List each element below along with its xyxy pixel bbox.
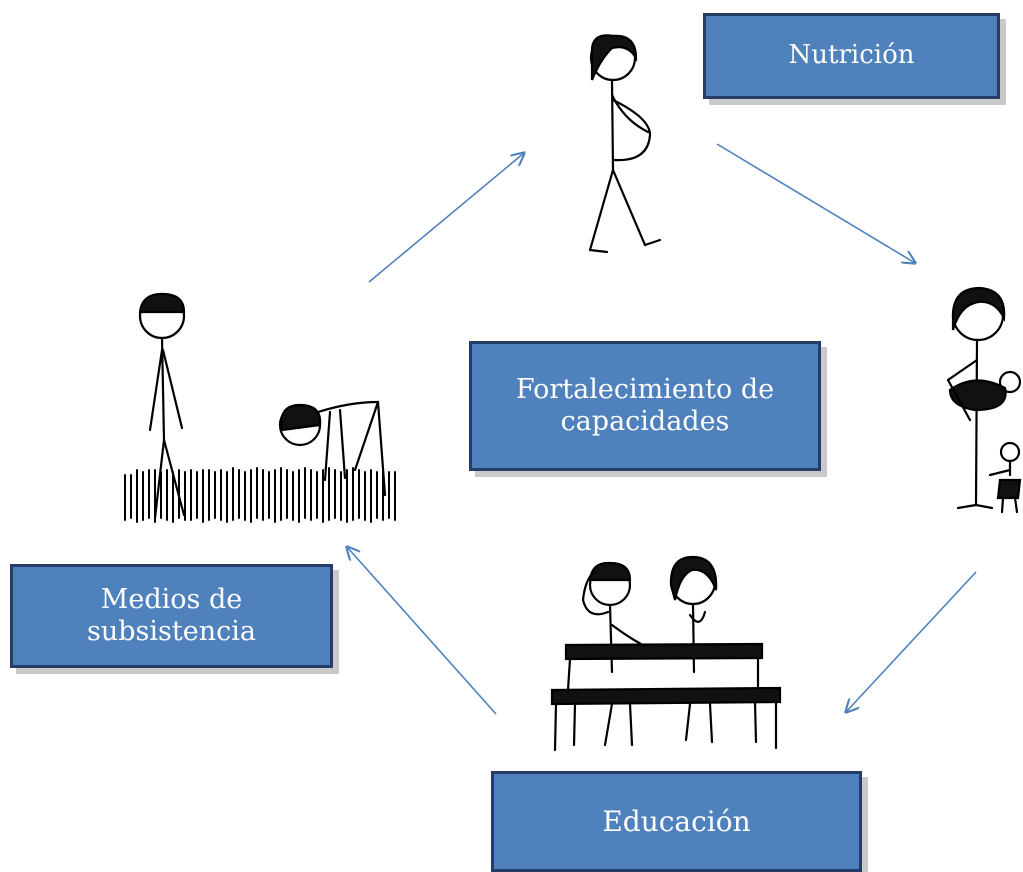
center-node-label: Fortalecimiento de capacidades bbox=[515, 373, 775, 437]
node-medios: Medios de subsistencia bbox=[10, 564, 333, 668]
farmers-in-field-figure bbox=[124, 292, 396, 523]
students-at-desk-figure bbox=[550, 555, 782, 752]
node-educacion-label: Educación bbox=[602, 804, 751, 838]
pregnant-woman-figure bbox=[588, 34, 662, 254]
node-nutricion-label: Nutrición bbox=[788, 40, 915, 71]
cycle-arrows bbox=[347, 143, 977, 715]
arrow-medios-to-nutricion bbox=[368, 153, 524, 283]
node-medios-label: Medios de subsistencia bbox=[87, 583, 256, 647]
node-nutricion: Nutrición bbox=[703, 13, 1000, 99]
arrow-nutricion-to-cuidado bbox=[716, 143, 915, 263]
arrow-educacion-to-medios bbox=[347, 547, 497, 715]
grass-row bbox=[124, 467, 396, 523]
center-node: Fortalecimiento de capacidades bbox=[469, 341, 821, 471]
mother-with-children-figure bbox=[946, 286, 1022, 514]
arrow-cuidado-to-educacion bbox=[846, 571, 977, 712]
node-educacion: Educación bbox=[491, 771, 862, 872]
